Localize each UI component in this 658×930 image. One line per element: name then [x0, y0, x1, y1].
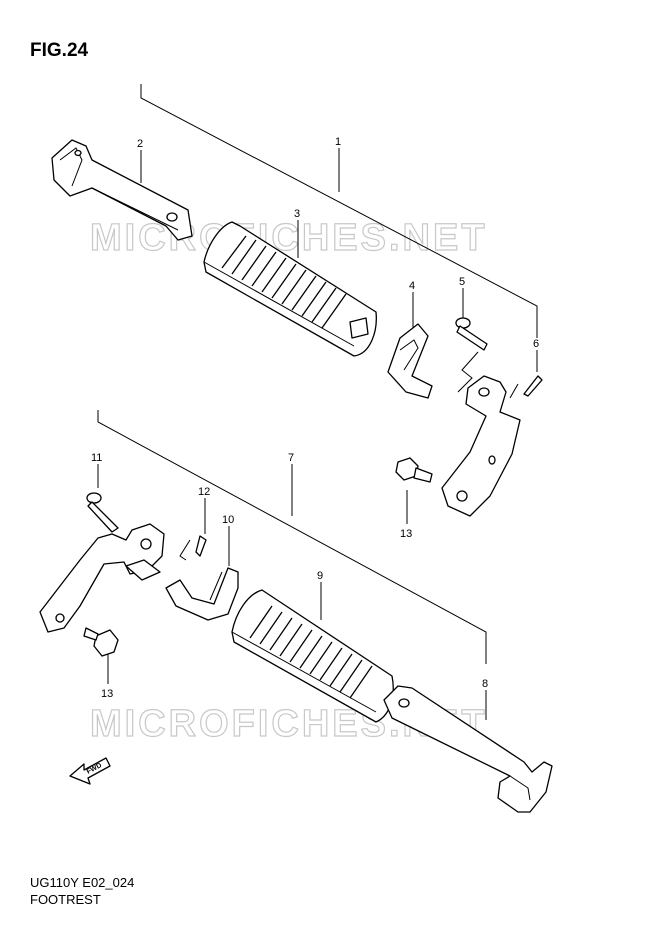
watermark-top: MICROFICHES.NET [90, 217, 488, 259]
part-5-pin[interactable] [455, 317, 488, 393]
callout-10[interactable]: 10 [222, 514, 234, 526]
model-code: UG110Y E02_024 [30, 875, 135, 890]
part-8-bracket[interactable] [383, 685, 553, 813]
callout-13-lower[interactable]: 13 [101, 688, 113, 700]
callout-8[interactable]: 8 [482, 678, 488, 690]
part-9-footrest-rubber[interactable] [231, 589, 394, 723]
part-13-bolt-lower[interactable] [83, 627, 119, 657]
part-3-footrest-rubber[interactable] [203, 221, 377, 357]
part-2-bracket[interactable] [51, 139, 193, 241]
callout-5[interactable]: 5 [459, 276, 465, 288]
callout-4[interactable]: 4 [409, 280, 415, 292]
callout-1[interactable]: 1 [335, 136, 341, 148]
part-13-bolt-upper[interactable] [395, 457, 433, 483]
callout-2[interactable]: 2 [137, 138, 143, 150]
upper-right-bracket[interactable] [441, 375, 521, 517]
callout-3[interactable]: 3 [294, 208, 300, 220]
rubber-ribs-upper [221, 235, 347, 329]
callout-labels: 1 2 3 4 5 6 7 8 9 10 11 12 13 13 [91, 136, 539, 700]
figure-name: FOOTREST [30, 892, 101, 907]
rubber-ribs-lower [249, 605, 373, 699]
upper-leader-lines [140, 84, 538, 524]
callout-6[interactable]: 6 [533, 338, 539, 350]
callout-9[interactable]: 9 [317, 570, 323, 582]
callout-12[interactable]: 12 [198, 486, 210, 498]
lower-leader-lines [97, 410, 487, 720]
lower-left-bracket[interactable] [39, 523, 165, 633]
part-10-clip[interactable] [165, 567, 239, 621]
callout-13-upper[interactable]: 13 [400, 528, 412, 540]
figure-title: FIG.24 [30, 40, 89, 61]
part-6-cotter-pin[interactable] [509, 375, 543, 399]
part-11-pin[interactable] [86, 492, 119, 533]
fwd-arrow-icon: FWD [69, 757, 111, 785]
part-4-clip[interactable] [387, 323, 433, 399]
callout-7[interactable]: 7 [288, 452, 294, 464]
callout-11[interactable]: 11 [91, 452, 102, 464]
part-12-cotter-pin[interactable] [179, 535, 207, 561]
